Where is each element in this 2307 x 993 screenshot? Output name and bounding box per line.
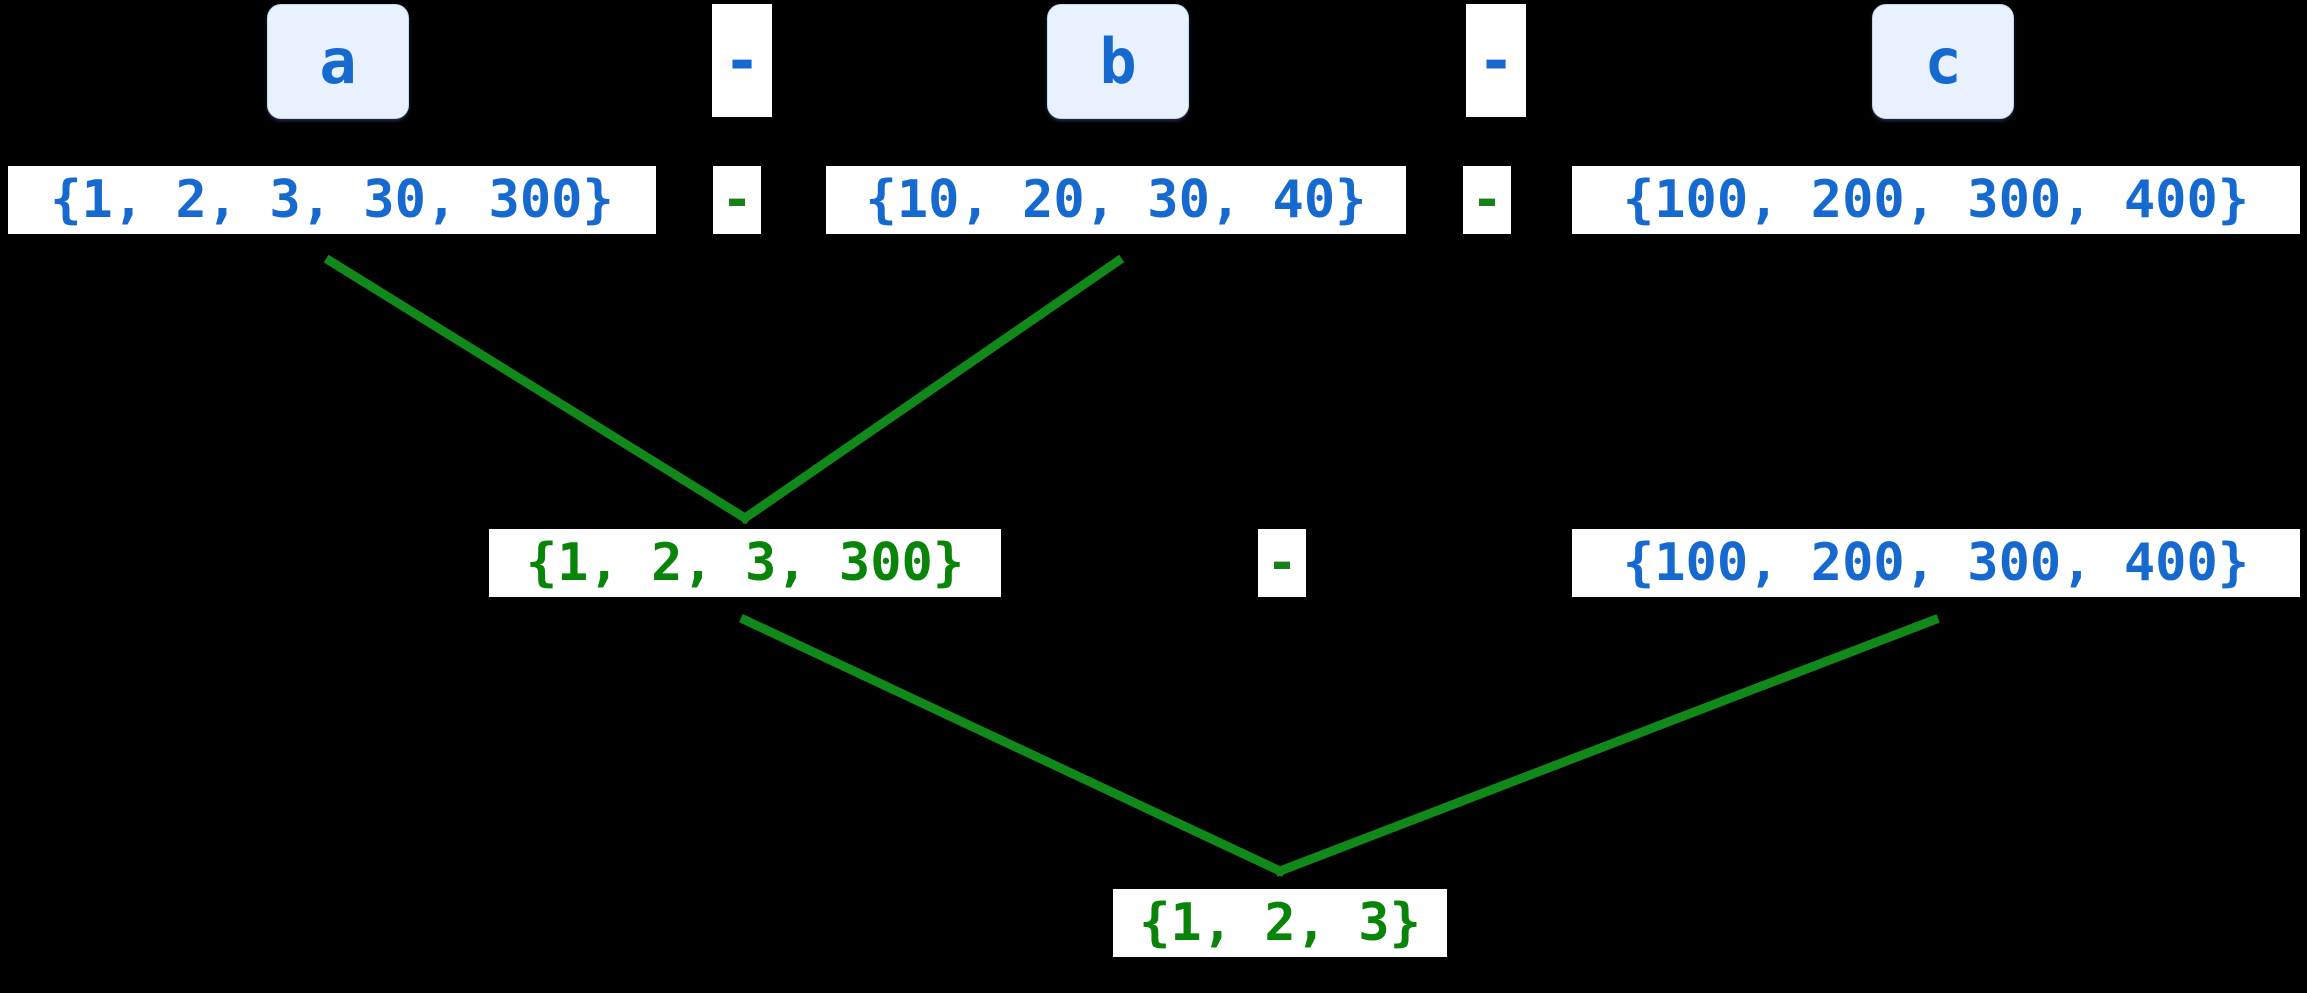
set-value-c: {100, 200, 300, 400}	[1572, 166, 2300, 234]
operator-minus-values-2-label: -	[1471, 170, 1503, 230]
set-value-c-repeat: {100, 200, 300, 400}	[1572, 529, 2300, 597]
variable-badge-c-label: c	[1924, 24, 1962, 98]
connector-intermediate-to-result	[739, 614, 1286, 877]
operator-minus-values-2: -	[1463, 166, 1511, 234]
operator-minus-top-2: -	[1466, 4, 1526, 117]
operator-minus-values-1-label: -	[721, 170, 753, 230]
variable-badge-b[interactable]: b	[1047, 4, 1189, 119]
variable-badge-a-label: a	[319, 24, 357, 98]
connector-a-to-intermediate	[323, 254, 752, 525]
intermediate-result-a-minus-b: {1, 2, 3, 300}	[489, 529, 1001, 597]
final-result: {1, 2, 3}	[1113, 889, 1447, 957]
set-value-c-text: {100, 200, 300, 400}	[1622, 170, 2250, 230]
set-value-b: {10, 20, 30, 40}	[826, 166, 1406, 234]
operator-minus-values-1: -	[713, 166, 761, 234]
operator-minus-intermediate: -	[1258, 529, 1306, 597]
final-result-text: {1, 2, 3}	[1139, 893, 1421, 953]
set-value-a-text: {1, 2, 3, 30, 300}	[50, 170, 614, 230]
connector-c-to-result	[1274, 614, 1940, 877]
set-value-c-repeat-text: {100, 200, 300, 400}	[1622, 533, 2250, 593]
operator-minus-intermediate-label: -	[1266, 533, 1298, 593]
set-value-a: {1, 2, 3, 30, 300}	[8, 166, 656, 234]
operator-minus-top-1-label: -	[723, 23, 761, 97]
intermediate-result-a-minus-b-text: {1, 2, 3, 300}	[525, 533, 965, 593]
operator-minus-top-2-label: -	[1477, 23, 1515, 97]
connector-b-to-intermediate	[738, 254, 1125, 525]
operator-minus-top-1: -	[712, 4, 772, 117]
variable-badge-c[interactable]: c	[1872, 4, 2014, 119]
set-value-b-text: {10, 20, 30, 40}	[865, 170, 1367, 230]
variable-badge-b-label: b	[1099, 24, 1137, 98]
variable-badge-a[interactable]: a	[267, 4, 409, 119]
